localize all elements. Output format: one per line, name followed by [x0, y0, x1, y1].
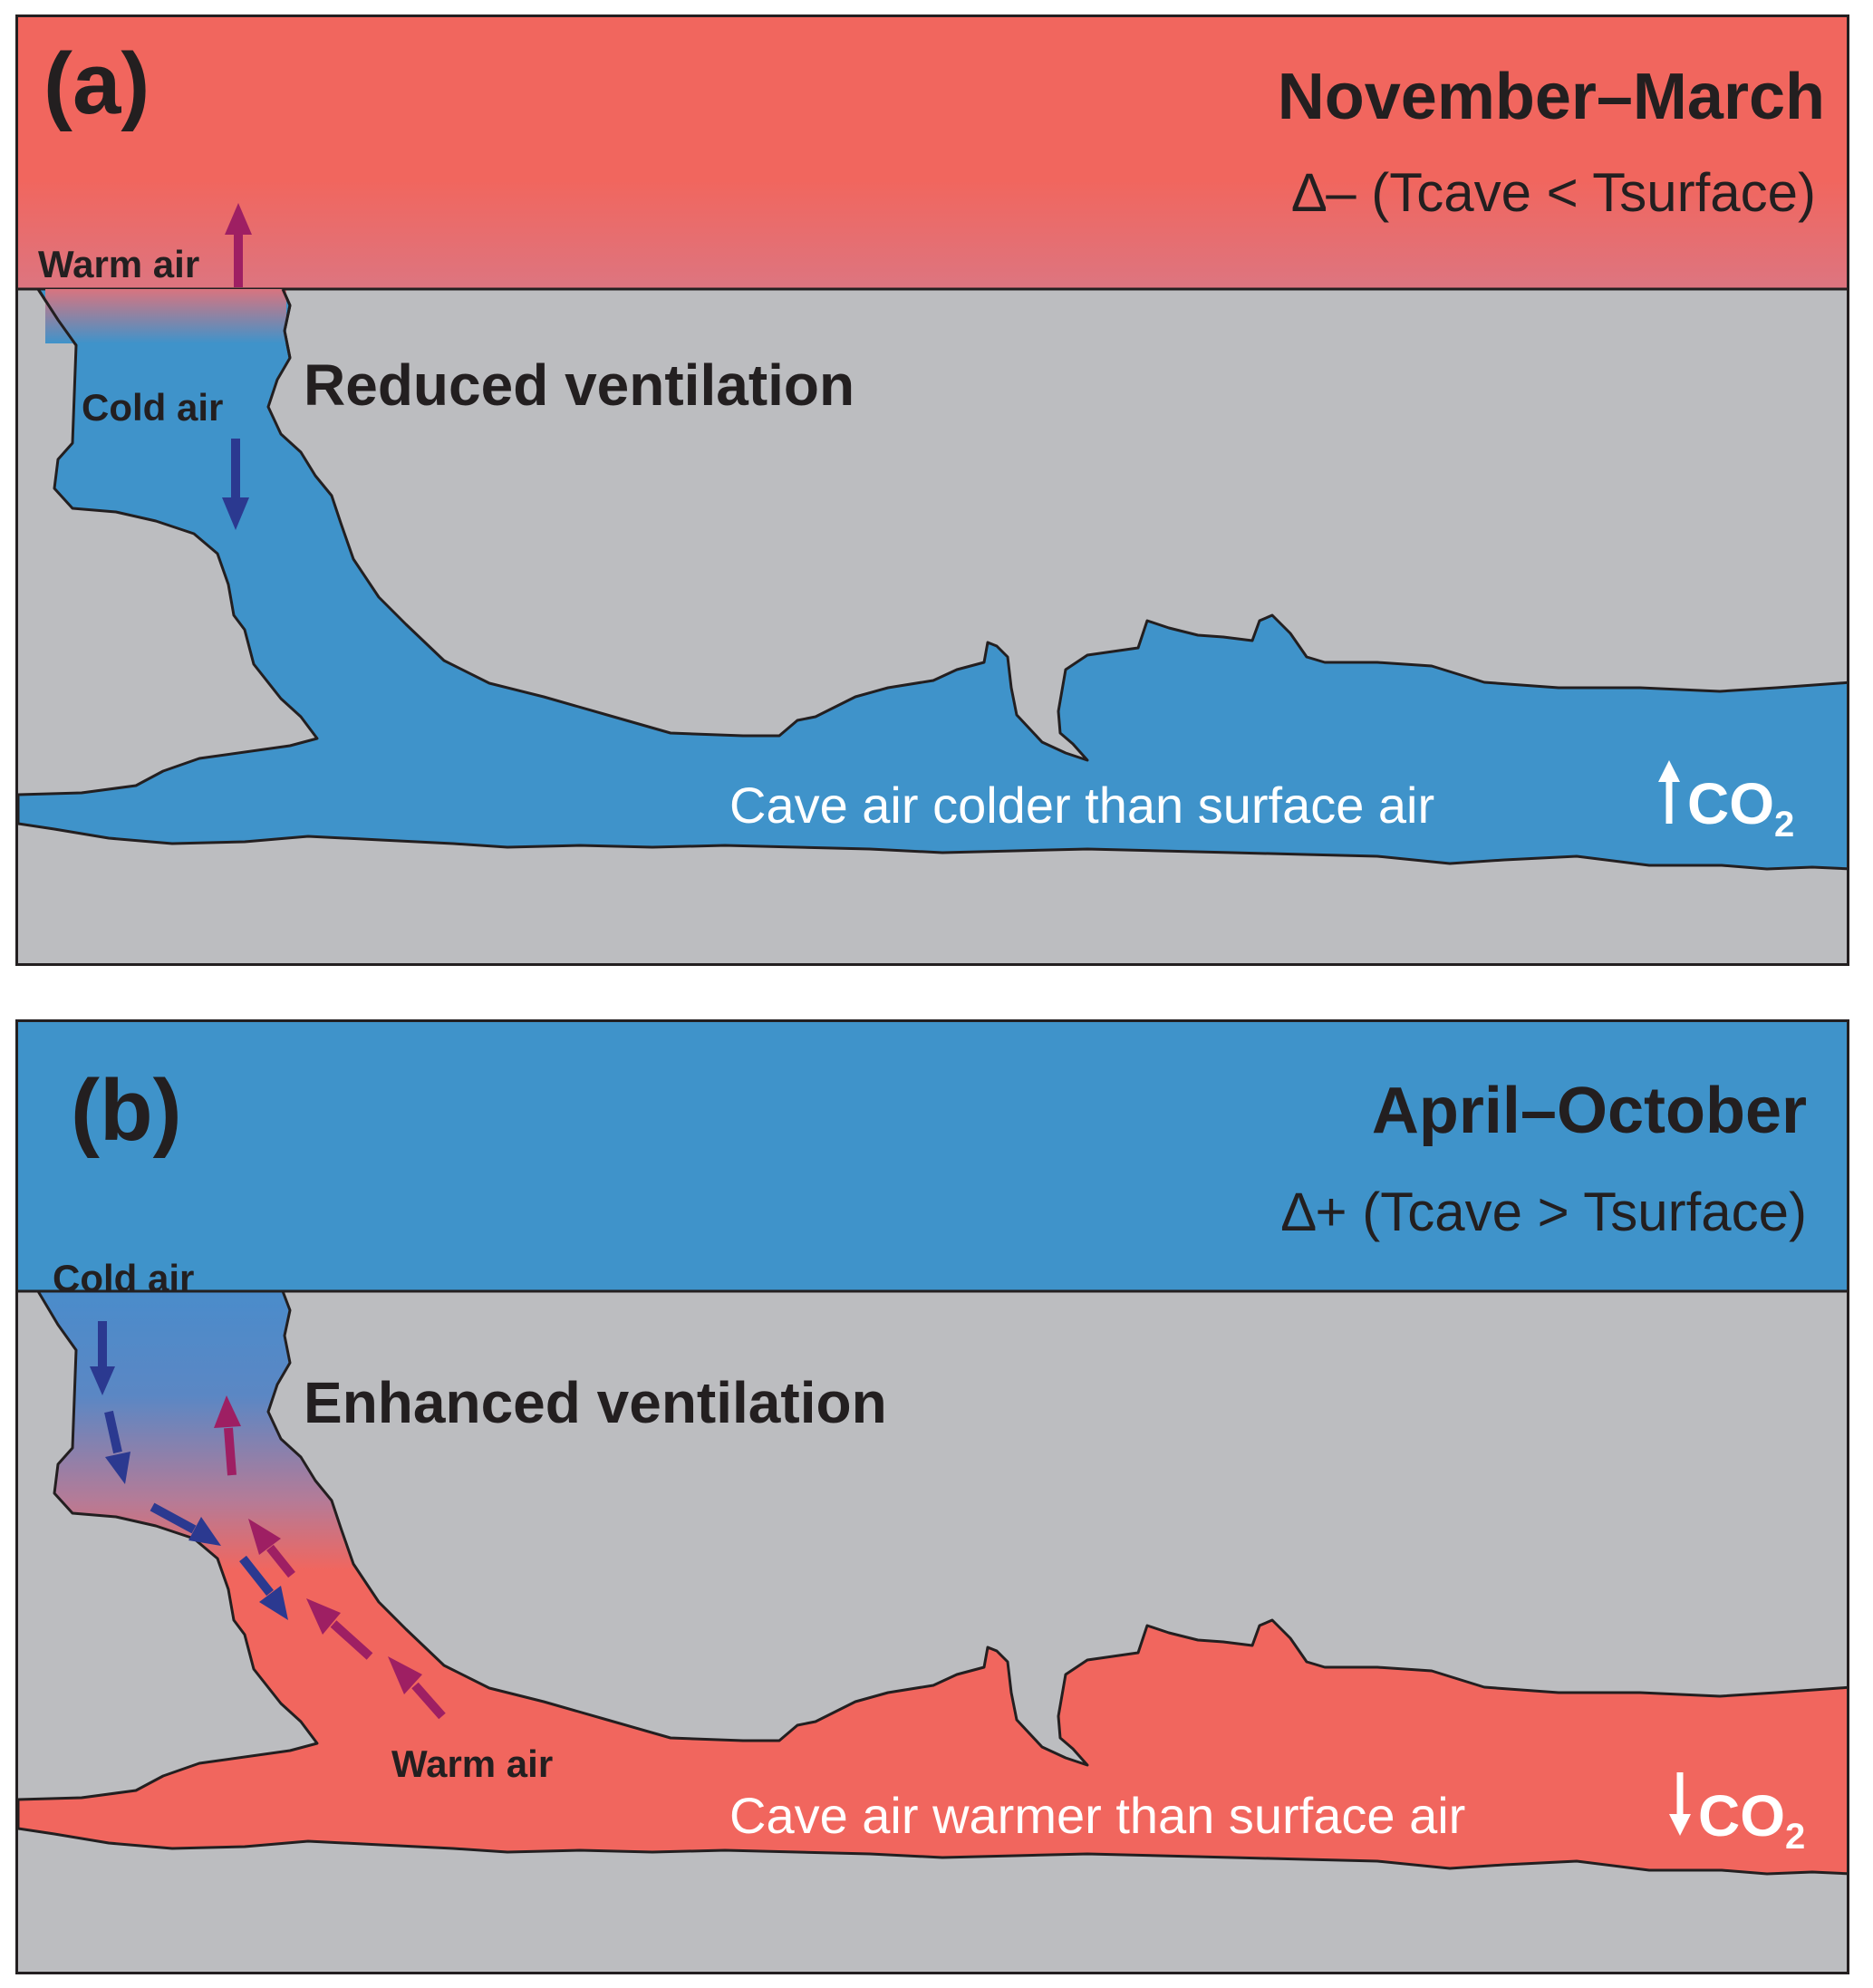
panel-b-label: (b): [71, 1062, 182, 1159]
panel-b-diagram: [18, 1022, 1847, 1972]
panel-a-diagram: [18, 17, 1847, 963]
co2-text: CO: [1687, 771, 1774, 836]
warm-air-outflow-arrows: [214, 1395, 446, 1720]
surface-air-band: [18, 17, 1847, 289]
co2-down-arrow-icon: [1667, 1772, 1693, 1836]
cave-passage: [18, 1289, 1847, 1876]
panel-b-season-title: April–October: [1371, 1075, 1807, 1147]
panel-a-co2-indicator: CO2: [1656, 760, 1794, 843]
panel-a-label: (a): [43, 35, 150, 132]
surface-air-band: [18, 1022, 1847, 1291]
panel-a-season-title: November–March: [1277, 61, 1825, 133]
panel-a-ventilation-label: Reduced ventilation: [304, 352, 855, 418]
panel-a-cold-air-label: Cold air: [82, 386, 224, 429]
panel-b-delta: ∆+ (Tcave > Tsurface): [1281, 1182, 1807, 1242]
co2-subscript: 2: [1774, 805, 1795, 844]
panel-a-delta: ∆– (Tcave < Tsurface): [1292, 162, 1817, 223]
cold-air-down-arrow: [222, 439, 249, 530]
panel-b: (b) April–October ∆+ (Tcave > Tsurface) …: [15, 1019, 1849, 1974]
entrance-wall-right: [281, 288, 292, 359]
panel-b-cave-note: Cave air warmer than surface air: [729, 1787, 1466, 1844]
entrance-gradient: [45, 289, 286, 343]
cold-air-inflow-arrows: [90, 1321, 288, 1620]
co2-text: CO: [1698, 1783, 1785, 1848]
panel-b-cold-air-label: Cold air: [53, 1257, 195, 1299]
cave-passage: [18, 287, 1847, 871]
panel-b-ventilation-label: Enhanced ventilation: [304, 1370, 887, 1435]
co2-up-arrow-icon: [1656, 760, 1682, 824]
co2-subscript: 2: [1785, 1817, 1806, 1857]
panel-a-cave-note: Cave air colder than surface air: [729, 777, 1435, 834]
panel-b-co2-indicator: CO2: [1667, 1772, 1805, 1855]
panel-a-warm-air-label: Warm air: [38, 243, 200, 285]
panel-a: (a) November–March ∆– (Tcave < Tsurface)…: [15, 14, 1849, 966]
entrance-wall-left: [36, 288, 78, 346]
panel-b-warm-air-label: Warm air: [391, 1742, 554, 1785]
warm-air-up-arrow: [225, 203, 252, 287]
